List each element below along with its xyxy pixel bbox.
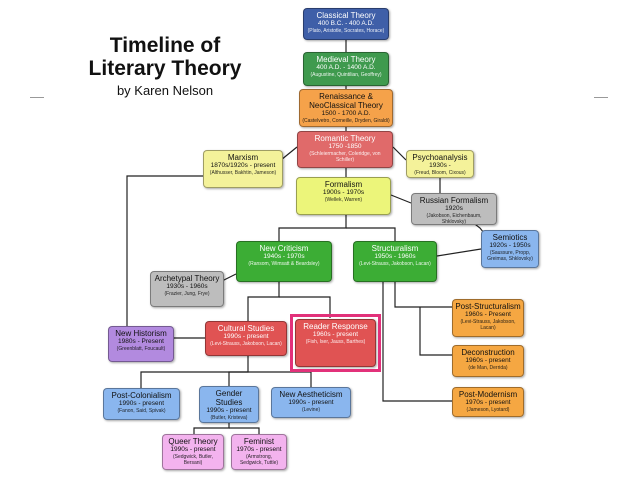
node-people: (Ransom, Wimsatt & Beardsley): [248, 260, 320, 267]
node-name: Renaissance & NeoClassical Theory: [309, 92, 383, 110]
node-romantic-theory: Romantic Theory 1750 -1850 (Schleiermach…: [297, 131, 393, 168]
node-people: (Levine): [301, 406, 321, 413]
node-name: Post-Modernism: [458, 390, 518, 399]
node-dates: 1950s - 1960s: [374, 253, 416, 260]
node-name: New Aestheticism: [279, 390, 343, 399]
node-people: (Schleiermacher, Coleridge, von Schiller…: [309, 150, 381, 163]
node-psychoanalysis: Psychoanalysis 1930s - (Freud, Bloom, Ci…: [406, 150, 474, 178]
node-cultural-studies: Cultural Studies 1990s - present (Levi-S…: [205, 321, 287, 356]
node-name: Marxism: [227, 153, 259, 162]
node-people: (Wellek, Warren): [324, 196, 363, 203]
node-russian-formalism: Russian Formalism 1920s (Jakobson, Eiche…: [411, 193, 497, 225]
reader-response-highlight: [290, 314, 381, 372]
node-deconstruction: Deconstruction 1960s - present (de Man, …: [452, 345, 524, 377]
node-new-historism: New Historism 1980s - Present (Greenblat…: [108, 326, 174, 362]
node-name: Romantic Theory: [314, 134, 376, 143]
node-people: (Levi-Strauss, Jakobson, Lacan): [359, 260, 431, 267]
node-dates: 1920s - 1950s: [489, 242, 531, 249]
node-name: Feminist: [243, 437, 275, 446]
node-name: Russian Formalism: [419, 196, 489, 205]
node-dates: 1990s - present: [288, 399, 334, 406]
node-name: Medieval Theory: [316, 55, 376, 64]
node-new-criticism: New Criticism 1940s - 1970s (Ransom, Wim…: [236, 241, 332, 282]
node-name: Post-Colonialism: [111, 391, 172, 400]
node-name: Formalism: [324, 180, 363, 189]
node-new-aestheticism: New Aestheticism 1990s - present (Levine…: [271, 387, 351, 418]
node-name: New Historism: [115, 329, 167, 338]
title-line-1: Timeline of: [109, 34, 221, 57]
node-dates: 1930s - 1960s: [166, 283, 208, 290]
node-medieval-theory: Medieval Theory 400 A.D. - 1400 A.D. (Au…: [303, 52, 389, 86]
node-name: Semiotics: [492, 233, 528, 242]
node-classical-theory: Classical Theory 400 B.C. - 400 A.D. (Pl…: [303, 8, 389, 40]
node-reader-response: Reader Response 1960s - present (Fish, I…: [295, 319, 376, 367]
node-dates: 1960s - present: [312, 331, 359, 338]
node-dates: 1970s - present: [236, 446, 282, 453]
node-name: Psychoanalysis: [412, 153, 468, 162]
title-line-2: Literary Theory: [88, 57, 242, 80]
node-people: (Fish, Iser, Jauss, Barthes): [305, 338, 366, 345]
node-name: Queer Theory: [168, 437, 218, 446]
node-dates: 1940s - 1970s: [263, 253, 305, 260]
node-people: (Plato, Aristotle, Socrates, Horace): [307, 27, 385, 34]
node-people: (Sedgwick, Butler, Bersani): [172, 453, 214, 466]
node-dates: 1960s - present: [465, 357, 511, 364]
node-name: Gender Studies: [215, 389, 243, 407]
node-people: (Freud, Bloom, Cixous): [414, 169, 466, 176]
node-gender-studies: Gender Studies 1990s - present (Butler, …: [199, 386, 259, 423]
node-dates: 1900s - 1970s: [322, 189, 365, 196]
node-people: (Jameson, Lyotard): [466, 406, 510, 413]
node-dates: 400 B.C. - 400 A.D.: [317, 20, 374, 27]
node-name: Reader Response: [303, 322, 368, 331]
node-dates: 1990s - present: [223, 333, 269, 340]
node-name: Structuralism: [371, 244, 419, 253]
node-name: Deconstruction: [461, 348, 515, 357]
node-dates: 1980s - Present: [118, 338, 164, 345]
node-people: (Fanon, Said, Spivak): [117, 407, 166, 414]
node-dates: 1990s - present: [118, 400, 165, 407]
node-feminist: Feminist 1970s - present (Armstrong, Sed…: [231, 434, 287, 470]
node-people: (Levi-Strauss, Jakobson, Lacan): [210, 340, 282, 347]
node-post-modernism: Post-Modernism 1970s - present (Jameson,…: [452, 387, 524, 417]
node-formalism: Formalism 1900s - 1970s (Wellek, Warren): [296, 177, 391, 215]
node-people: (Frazier, Jung, Frye): [164, 290, 210, 297]
node-semiotics: Semiotics 1920s - 1950s (Saussure, Propp…: [481, 230, 539, 268]
node-people: (de Man, Derrida): [468, 364, 508, 371]
node-marxism: Marxism 1870s/1920s - present (Althusser…: [203, 150, 283, 188]
node-name: New Criticism: [259, 244, 309, 253]
node-dates: 1990s - present: [170, 446, 216, 453]
node-dates: 1500 - 1700 A.D.: [321, 110, 371, 117]
author-byline: by Karen Nelson: [116, 83, 214, 98]
node-name: Post-Structuralism: [455, 302, 521, 311]
node-name: Archetypal Theory: [154, 274, 220, 283]
diagram-title: Timeline of Literary Theory by Karen Nel…: [70, 34, 260, 100]
node-dates: 1990s - present: [206, 407, 252, 414]
node-dates: 1930s -: [429, 162, 451, 169]
node-structuralism: Structuralism 1950s - 1960s (Levi-Straus…: [353, 241, 437, 282]
node-dates: 1870s/1920s - present: [210, 162, 276, 169]
node-people: (Saussure, Propp, Greimas, Shklovsky): [487, 249, 533, 262]
node-queer-theory: Queer Theory 1990s - present (Sedgwick, …: [162, 434, 224, 470]
right-separator: [594, 97, 608, 98]
node-dates: 1920s: [445, 205, 463, 212]
node-people: (Althusser, Bakhtin, Jameson): [209, 169, 277, 176]
node-people: (Jakobson, Eichenbaum, Shklovsky): [426, 212, 482, 225]
node-post-structuralism: Post-Structuralism 1960s - Present (Levi…: [452, 299, 524, 337]
left-separator: [30, 97, 44, 98]
node-people: (Armstrong, Sedgwick, Tuttle): [239, 453, 279, 466]
node-dates: 400 A.D. - 1400 A.D.: [316, 64, 376, 71]
node-people: (Butler, Kristeva): [210, 414, 248, 421]
node-dates: 1750 -1850: [328, 143, 362, 150]
node-name: Cultural Studies: [217, 324, 275, 333]
node-people: (Levi-Strauss, Jakobson, Lacan): [460, 318, 516, 331]
node-dates: 1970s - present: [465, 399, 511, 406]
node-name: Classical Theory: [316, 11, 376, 20]
node-people: (Castelvetro, Corneille, Dryden, Giraldi…: [302, 117, 390, 124]
node-renaissance-neoclassical: Renaissance & NeoClassical Theory 1500 -…: [299, 89, 393, 127]
node-people: (Augustine, Quintilian, Geoffrey): [310, 71, 382, 78]
node-people: (Greenblatt, Foucault): [116, 345, 166, 352]
node-archetypal-theory: Archetypal Theory 1930s - 1960s (Frazier…: [150, 271, 224, 307]
node-post-colonialism: Post-Colonialism 1990s - present (Fanon,…: [103, 388, 180, 420]
node-dates: 1960s - Present: [465, 311, 511, 318]
